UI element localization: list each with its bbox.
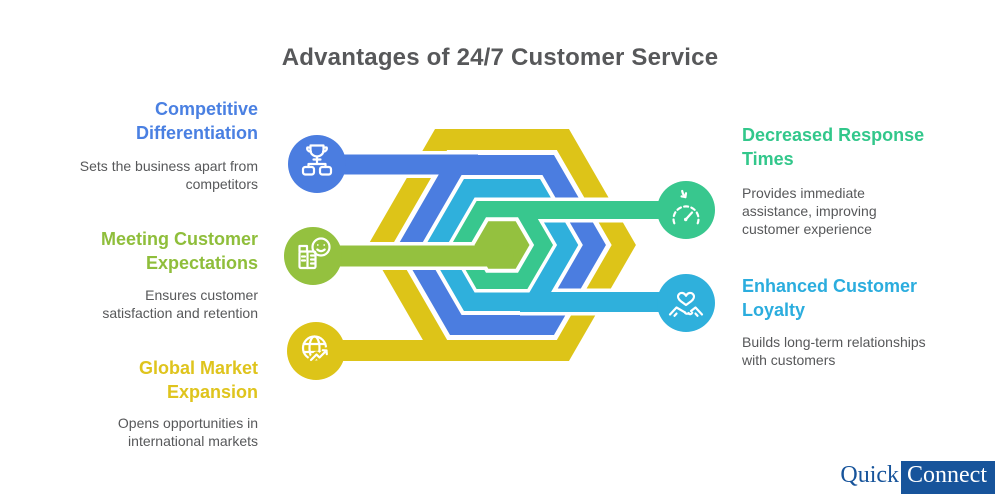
response-node — [657, 181, 715, 239]
desc-competitive-differentiation: Sets the business apart from competitors — [79, 158, 258, 193]
heading-enhanced-customer-loyalty: Enhanced Customer Loyalty — [742, 276, 918, 320]
desc-global-market-expansion: Opens opportunities in international mar… — [117, 415, 258, 450]
heading-meeting-customer-expectations: Meeting Customer Expectations — [100, 229, 258, 273]
ring-group-competitive — [284, 131, 610, 339]
gauge-arrow-icon — [672, 189, 700, 225]
desc-decreased-response-times: Provides immediate assistance, improving… — [742, 185, 877, 238]
loyalty-node — [657, 274, 715, 332]
heading-competitive-differentiation: Competitive Differentiation — [135, 99, 258, 143]
trophy-hierarchy-icon — [301, 144, 333, 176]
logo-text-connect: Connect — [901, 461, 995, 494]
heading-decreased-response-times: Decreased Response Times — [742, 125, 925, 169]
ring-group-global-market — [283, 125, 640, 384]
page-title: Advantages of 24/7 Customer Service — [281, 44, 719, 71]
ring-group-expectations — [280, 217, 535, 289]
desc-enhanced-customer-loyalty: Builds long-term relationships with cust… — [742, 334, 926, 369]
hexagon-ring-green — [451, 201, 554, 289]
ring-group-loyalty — [421, 175, 719, 336]
ring-group-response — [447, 177, 719, 293]
desc-meeting-customer-expectations: Ensures customer satisfaction and retent… — [102, 287, 258, 322]
heading-global-market-expansion: Global Market Expansion — [138, 358, 258, 402]
globe-growth-icon — [301, 335, 330, 364]
handshake-heart-icon — [668, 291, 704, 317]
logo-text-quick: Quick — [840, 462, 900, 488]
storefront-smiley-icon — [298, 237, 331, 270]
hexagon-ring-cyan — [425, 179, 579, 311]
